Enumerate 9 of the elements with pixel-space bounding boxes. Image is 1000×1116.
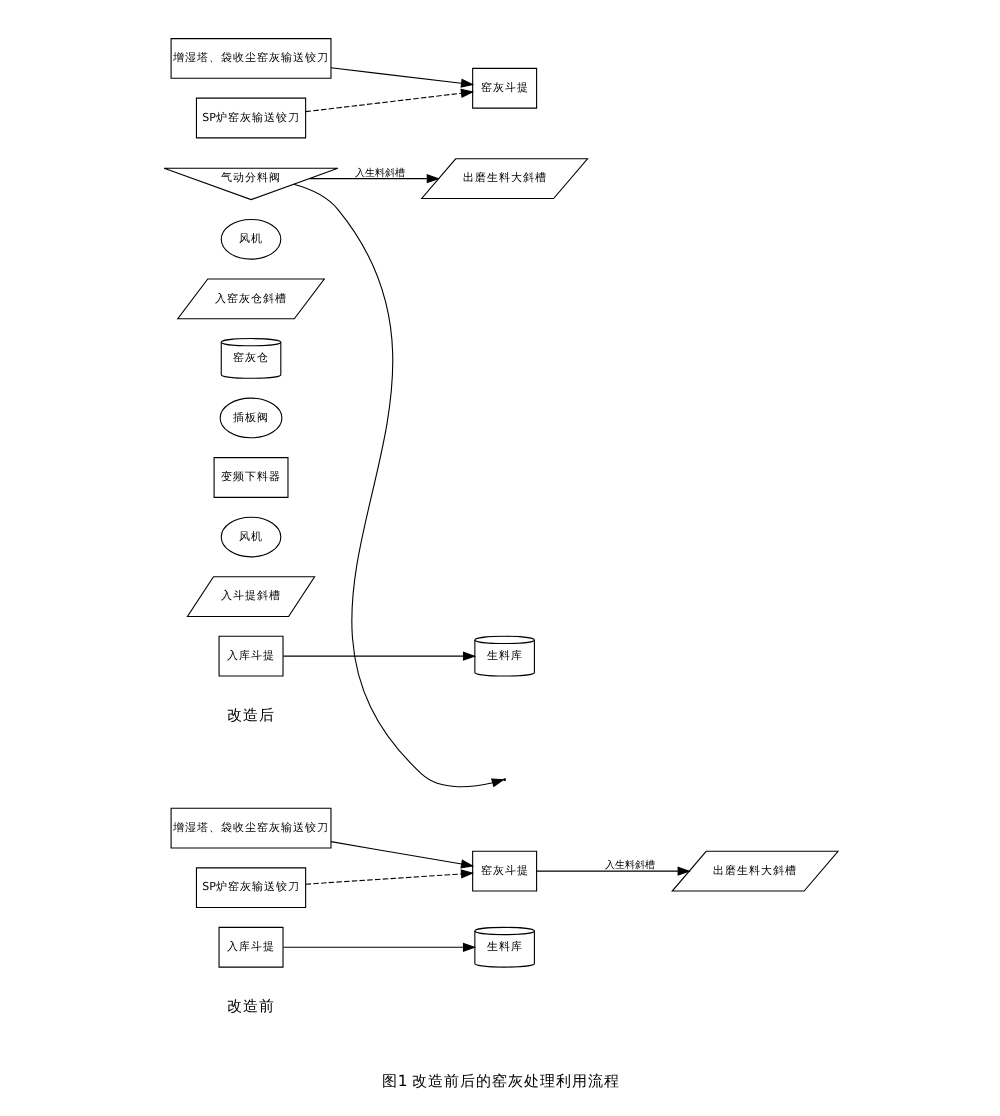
arrow bbox=[535, 866, 690, 876]
arrow bbox=[281, 942, 476, 952]
arrow bbox=[329, 841, 474, 869]
arrow bbox=[329, 67, 474, 88]
arrow bbox=[304, 869, 474, 885]
arrow bbox=[307, 174, 439, 184]
arrow bbox=[281, 651, 476, 661]
arrow bbox=[292, 183, 504, 788]
arrow bbox=[304, 88, 474, 113]
